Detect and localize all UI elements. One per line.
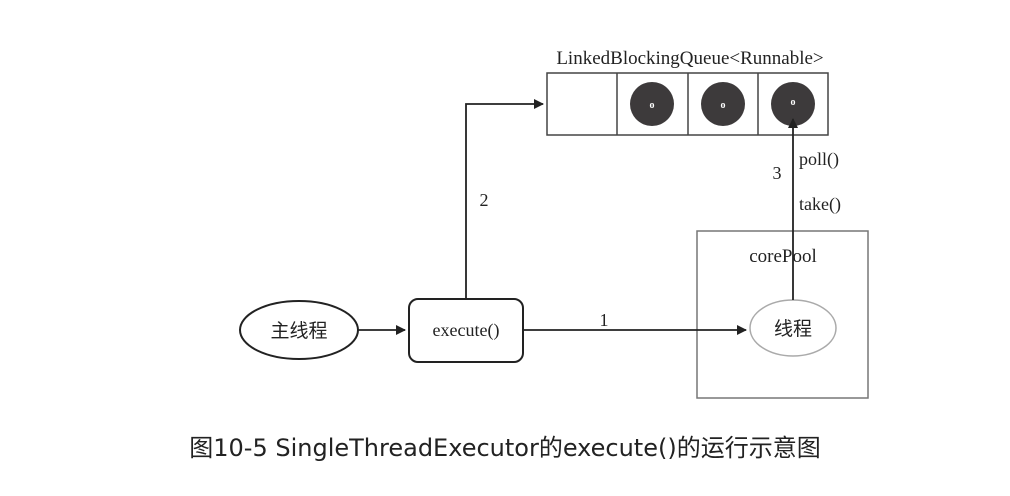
queue-label: LinkedBlockingQueue<Runnable>	[556, 48, 823, 69]
task-icon	[771, 82, 815, 126]
main-thread-label: 主线程	[270, 320, 327, 342]
task-glyph: o	[791, 97, 796, 108]
queued-task: o	[701, 82, 745, 126]
task-icon	[630, 82, 674, 126]
step-1-label: 1	[600, 310, 609, 330]
step-3-label: 3	[773, 163, 782, 183]
figure-caption: 图10-5 SingleThreadExecutor的execute()的运行示…	[189, 434, 821, 462]
queue: o o o	[546, 72, 829, 136]
core-pool-box	[696, 230, 869, 399]
take-label: take()	[799, 194, 841, 215]
queued-task: o	[771, 82, 815, 126]
executor-diagram: LinkedBlockingQueue<Runnable> o o o core…	[239, 48, 869, 399]
execute-label: execute()	[433, 320, 500, 341]
arrow-execute-to-queue	[465, 99, 544, 299]
poll-label: poll()	[799, 149, 839, 170]
queued-task: o	[630, 82, 674, 126]
task-glyph: o	[650, 100, 655, 111]
task-icon	[701, 82, 745, 126]
core-pool-label: corePool	[749, 246, 817, 267]
step-2-label: 2	[480, 190, 489, 210]
worker-thread-label: 线程	[774, 318, 812, 340]
task-glyph: o	[721, 100, 726, 111]
